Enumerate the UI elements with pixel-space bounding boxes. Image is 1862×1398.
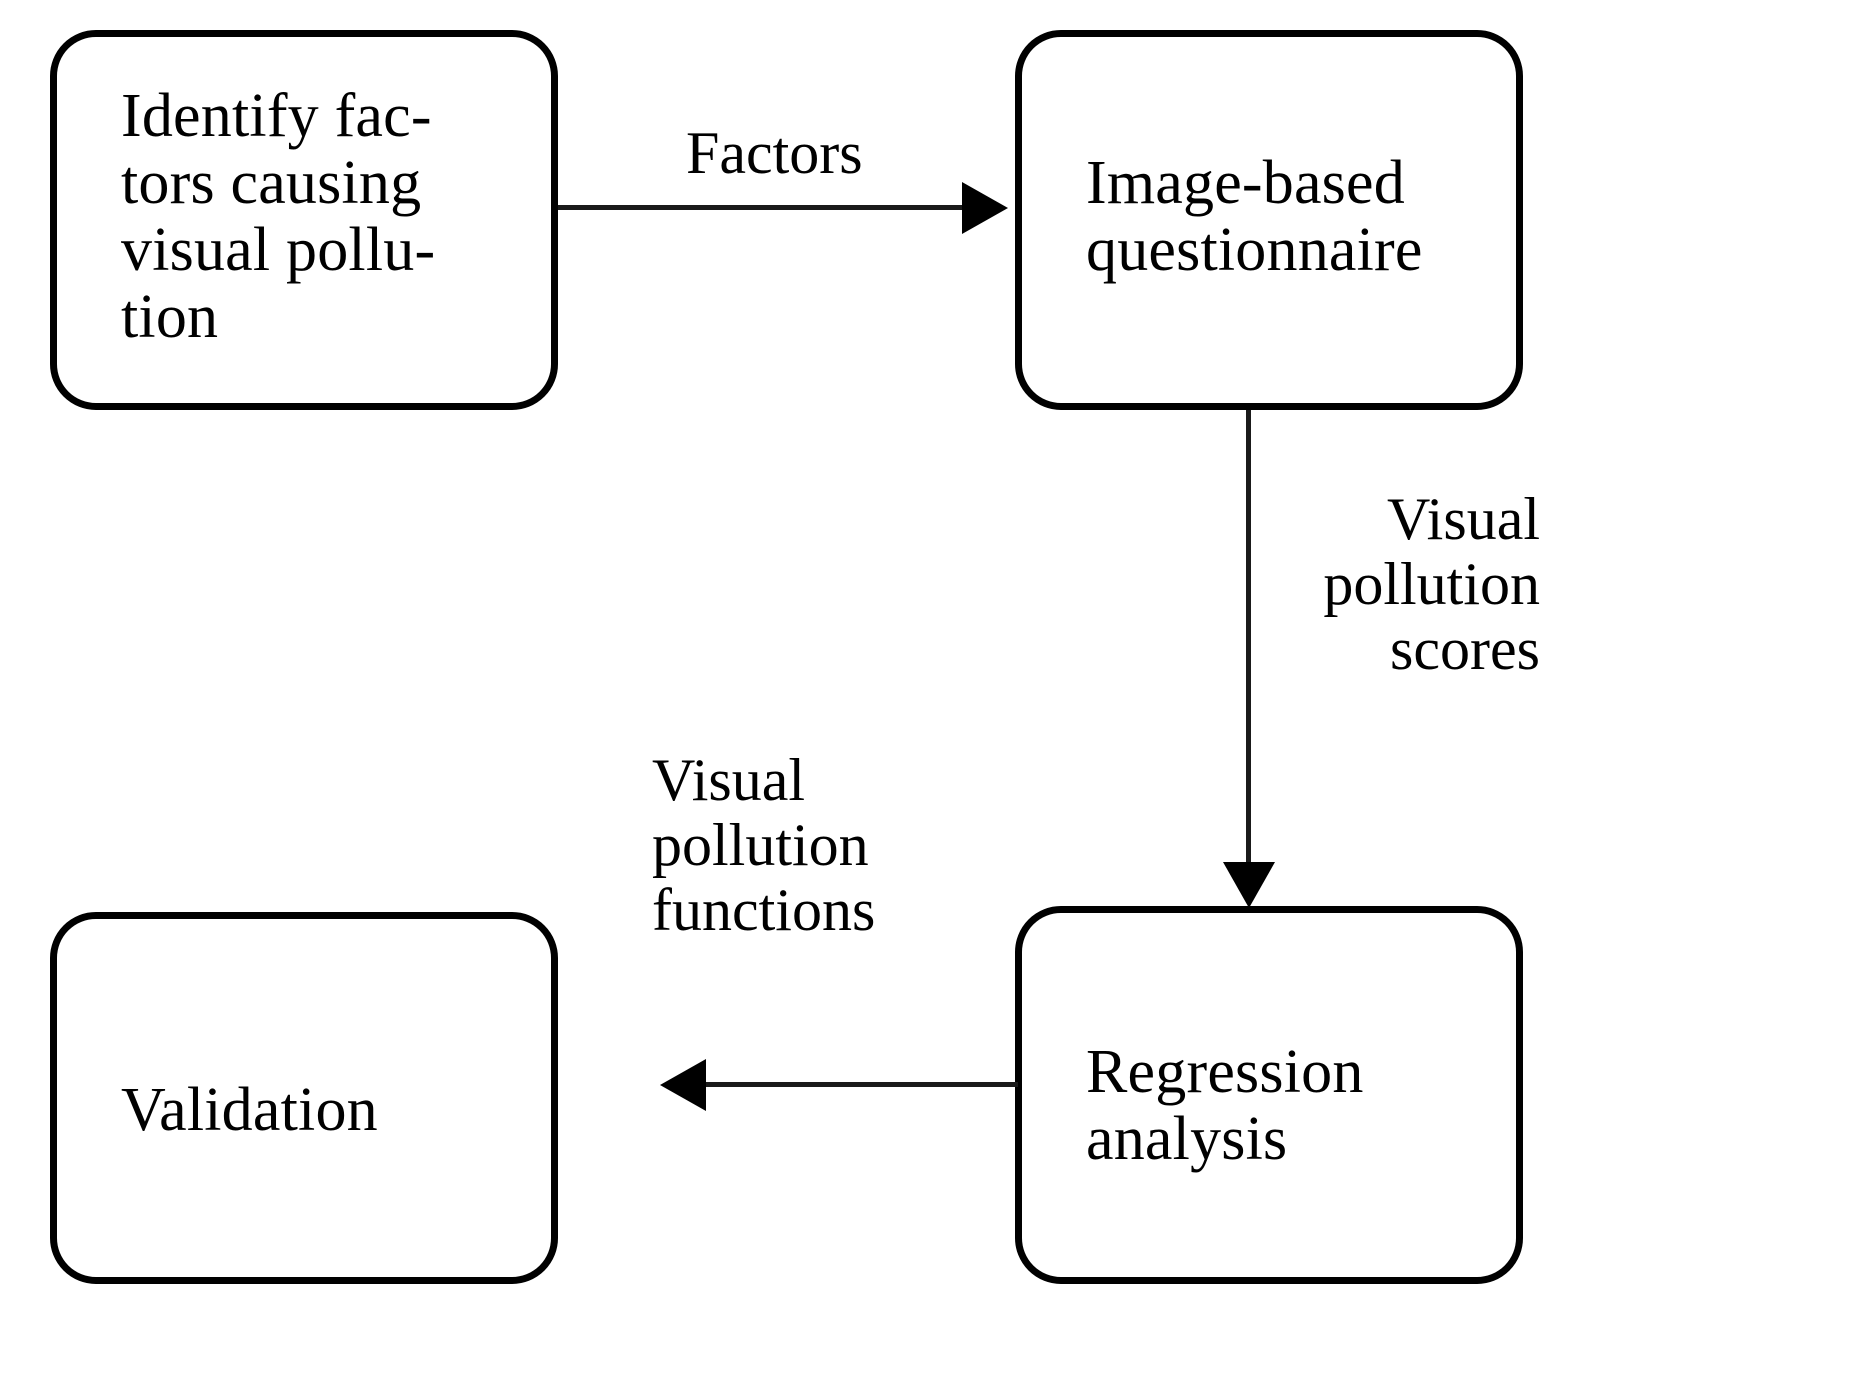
node-image-based-questionnaire[interactable]: Image-based questionnaire xyxy=(1015,30,1523,410)
edge-visual-pollution-scores-label: Visual pollution scores xyxy=(1323,486,1540,682)
node-image-based-questionnaire-label: Image-based questionnaire xyxy=(1086,149,1423,284)
arrow-left-icon xyxy=(660,1059,706,1111)
edge-factors-line xyxy=(558,205,964,210)
arrow-down-icon xyxy=(1223,862,1275,908)
node-identify-factors[interactable]: Identify fac- tors causing visual pollu-… xyxy=(50,30,558,410)
edge-visual-pollution-functions-label: Visual pollution functions xyxy=(652,747,876,943)
node-regression-analysis[interactable]: Regression analysis xyxy=(1015,906,1523,1284)
node-regression-analysis-label: Regression analysis xyxy=(1086,1038,1364,1173)
edge-visual-pollution-functions-line xyxy=(706,1082,1018,1087)
edge-factors-label: Factors xyxy=(686,120,863,186)
node-validation[interactable]: Validation xyxy=(50,912,558,1284)
node-validation-label: Validation xyxy=(121,1075,378,1144)
node-identify-factors-label: Identify fac- tors causing visual pollu-… xyxy=(121,82,436,351)
arrow-right-icon xyxy=(962,182,1008,234)
edge-visual-pollution-scores-line xyxy=(1246,410,1251,878)
